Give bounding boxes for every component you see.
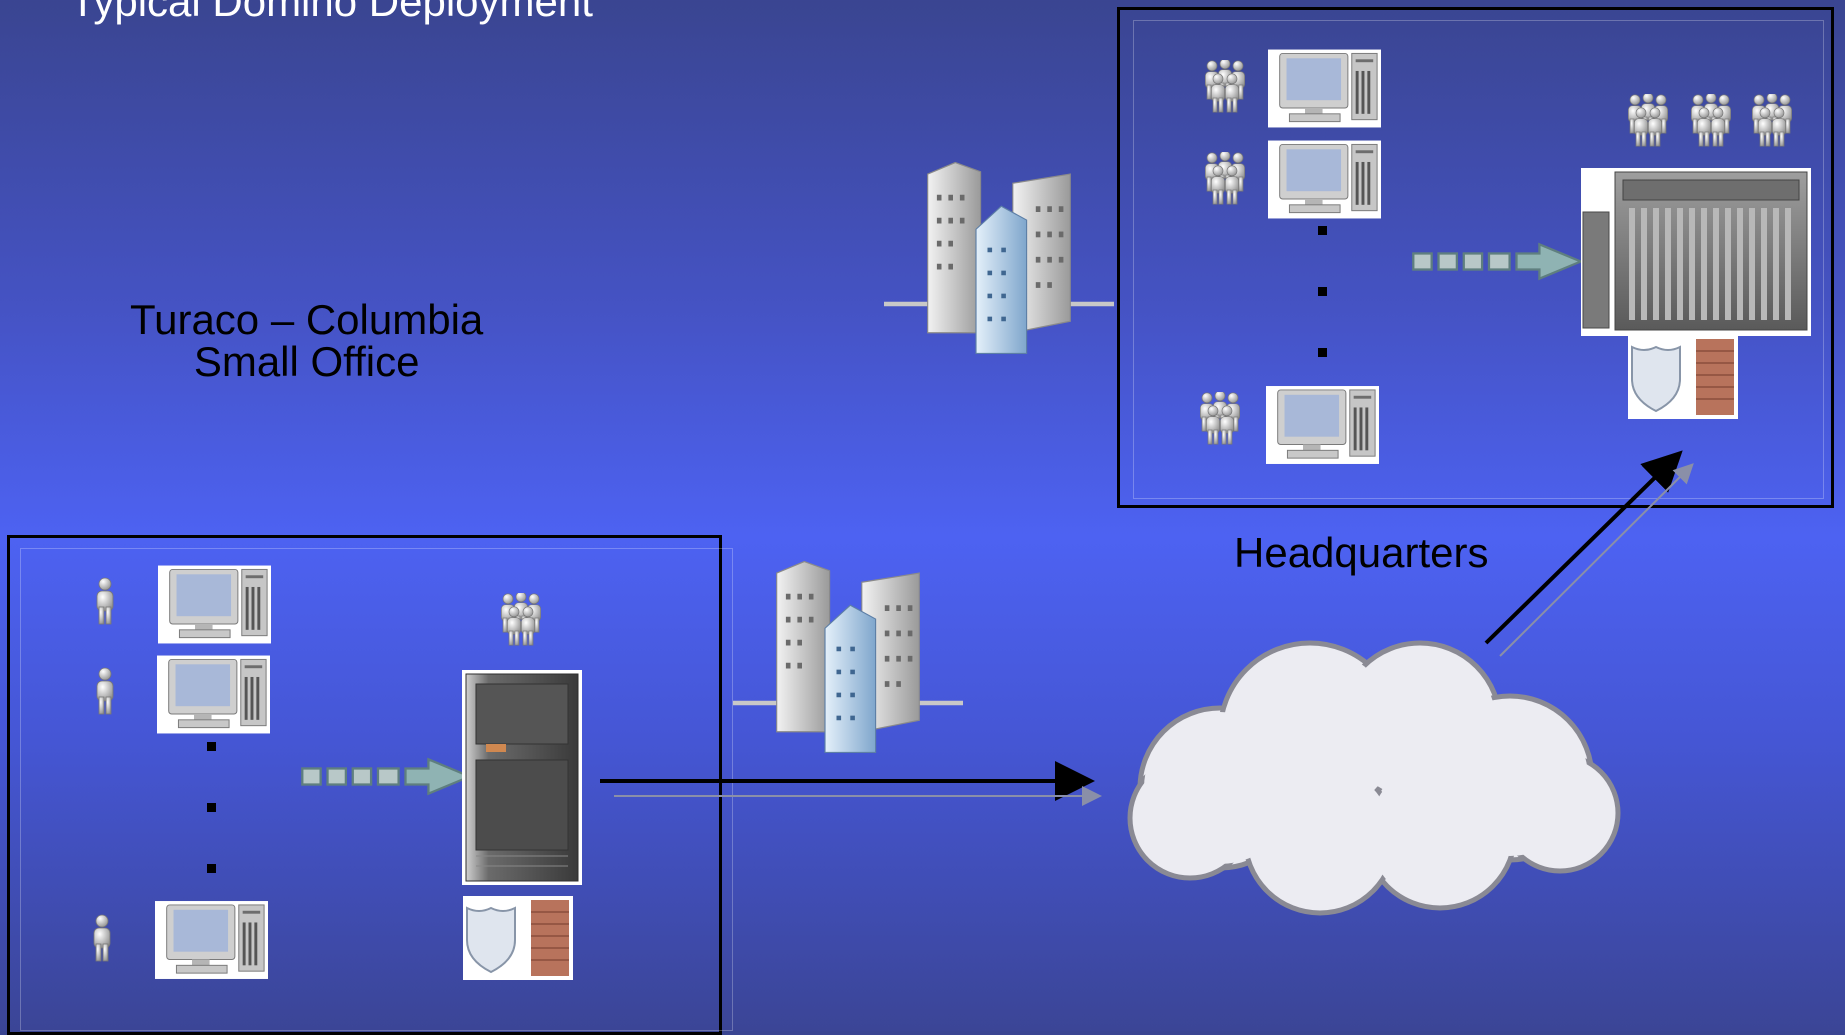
ellipsis-dot: [207, 864, 216, 873]
cloud-to-headquarters-shadow-arrow: [1499, 463, 1694, 657]
ellipsis-dot: [207, 742, 216, 751]
small-office-title-line1: Turaco – Columbia: [130, 296, 484, 343]
rack-server-icon: [1581, 168, 1811, 336]
tower-server-icon: [462, 670, 582, 885]
ellipsis-dot: [1318, 226, 1327, 235]
cloud-to-headquarters-arrow: [1484, 450, 1683, 645]
headquarters-label: Headquarters: [1234, 529, 1489, 576]
headquarters-box: [1117, 7, 1834, 508]
small-office-title: Turaco – Columbia Small Office: [130, 299, 483, 383]
small-office-title-line2: Small Office: [193, 338, 420, 385]
slide-title: Typical Domino Deployment: [70, 0, 593, 25]
internet-cloud-icon: [1127, 640, 1621, 916]
headquarters-box-inner: [1133, 20, 1824, 499]
ellipsis-dot: [1318, 287, 1327, 296]
ellipsis-dot: [1318, 348, 1327, 357]
ellipsis-dot: [207, 803, 216, 812]
